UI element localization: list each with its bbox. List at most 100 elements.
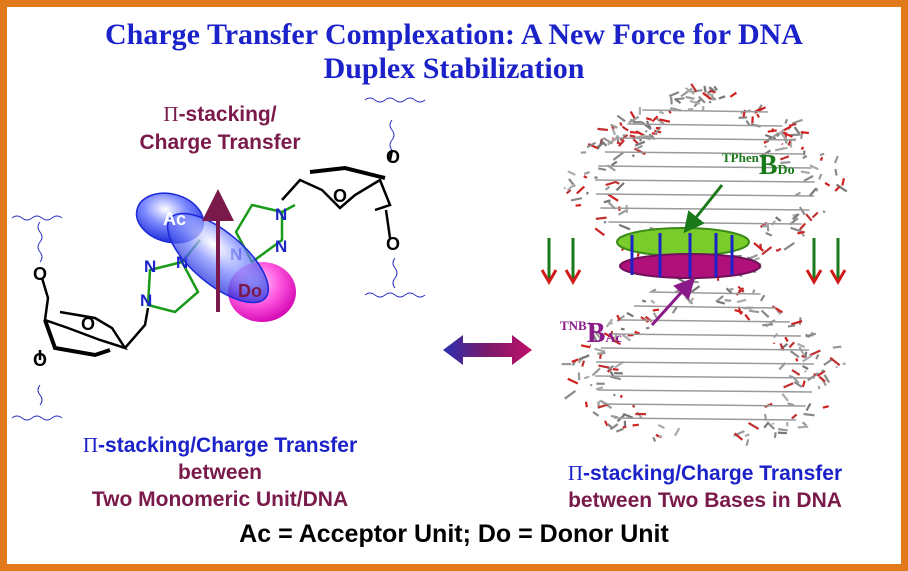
helix-bond	[563, 186, 567, 190]
helix-bond	[784, 118, 789, 124]
donor-pointer-arrow	[683, 184, 724, 234]
base-pair-rung	[627, 123, 783, 127]
helix-bond	[626, 311, 634, 318]
helix-bond	[581, 360, 586, 367]
helix-bond	[619, 394, 623, 399]
helix-bond	[596, 141, 605, 148]
base-pair-rung	[600, 347, 810, 351]
helix-bond	[656, 117, 665, 125]
helix-bond	[748, 309, 760, 314]
helix-bond	[594, 347, 606, 353]
helix-bond	[802, 154, 808, 160]
helix-bond	[805, 213, 813, 222]
helix-bond	[798, 206, 806, 216]
helix-bond	[745, 119, 751, 127]
helix-bond	[807, 372, 820, 382]
helix-bond	[684, 87, 695, 95]
helix-bond	[793, 381, 803, 388]
helix-bond	[690, 83, 698, 93]
helix-bond	[622, 133, 626, 137]
helix-bond	[715, 295, 724, 303]
helix-bond	[781, 143, 784, 146]
helix-bond	[635, 130, 645, 137]
helix-bond	[650, 299, 656, 305]
helix-bond	[760, 309, 770, 319]
helix-bond	[797, 230, 805, 235]
helix-bond	[575, 203, 582, 207]
helix-bond	[687, 107, 694, 111]
helix-bond	[773, 432, 777, 439]
helix-bond	[805, 402, 812, 412]
helix-bond	[621, 333, 632, 342]
helix-bond	[792, 213, 798, 217]
helix-bond	[613, 339, 621, 346]
helix-bond	[790, 133, 801, 137]
base-pair-rung	[597, 389, 813, 393]
helix-bond	[610, 160, 618, 167]
svg-text:O: O	[386, 234, 400, 254]
legend-footer: Ac = Acceptor Unit; Do = Donor Unit	[239, 520, 669, 548]
helix-bond	[607, 365, 615, 371]
helix-bond	[595, 386, 604, 391]
helix-bond	[564, 390, 577, 400]
acceptor-base-sub: Ac	[605, 331, 622, 346]
helix-bond	[776, 309, 782, 315]
helix-bond	[759, 294, 766, 302]
helix-bond	[628, 115, 640, 124]
helix-bond	[804, 351, 808, 358]
helix-bond	[674, 427, 681, 437]
pi-symbol-right: Π	[567, 461, 584, 485]
helix-bond	[756, 113, 760, 119]
helix-bond	[610, 414, 619, 419]
left-molecule	[11, 97, 426, 421]
left-bottom-line2: between	[177, 461, 263, 484]
base-pair-rung	[642, 109, 768, 113]
helix-bond	[594, 227, 605, 237]
helix-bond	[744, 433, 750, 437]
helix-bond	[819, 152, 825, 157]
helix-bond	[809, 349, 821, 357]
pi-symbol-left: Π	[82, 433, 99, 457]
helix-bond	[793, 126, 801, 135]
helix-bond	[622, 425, 627, 429]
helix-bond	[822, 405, 829, 409]
helix-bond	[781, 393, 789, 402]
helix-bond	[809, 164, 819, 171]
helix-bond	[784, 336, 789, 343]
helix-bond	[652, 436, 657, 442]
helix-bond	[592, 333, 598, 342]
donor-base-main: B	[758, 150, 778, 181]
base-pair-rung	[608, 221, 802, 225]
helix-bond	[797, 342, 806, 349]
helix-bond	[780, 161, 791, 165]
helix-bond	[800, 146, 805, 151]
helix-bond	[604, 185, 611, 191]
helix-bond	[583, 375, 590, 380]
helix-bond	[799, 222, 807, 231]
helix-bond	[615, 182, 625, 192]
helix-bond	[765, 231, 773, 237]
helix-bond	[584, 401, 588, 408]
helix-bond	[713, 85, 718, 91]
helix-bond	[689, 99, 701, 105]
helix-bond	[701, 105, 705, 111]
helix-bond	[788, 341, 796, 349]
helix-bond	[803, 412, 815, 417]
helix-bond	[703, 85, 707, 93]
strand-direction-arrows	[540, 238, 847, 285]
helix-bond	[729, 91, 738, 98]
acceptor-pointer-arrow	[650, 277, 696, 327]
helix-bond	[635, 144, 644, 151]
atom-labels: O O O O O O	[33, 147, 400, 370]
helix-bond	[614, 180, 620, 185]
helix-bond	[631, 154, 635, 158]
helix-bond	[801, 421, 808, 427]
helix-bond	[724, 299, 732, 302]
acceptor-base-label: TNBBAc	[560, 318, 622, 350]
svg-text:N: N	[275, 205, 287, 224]
helix-bond	[776, 146, 788, 151]
helix-bond	[610, 375, 621, 381]
helix-bond	[781, 130, 793, 138]
